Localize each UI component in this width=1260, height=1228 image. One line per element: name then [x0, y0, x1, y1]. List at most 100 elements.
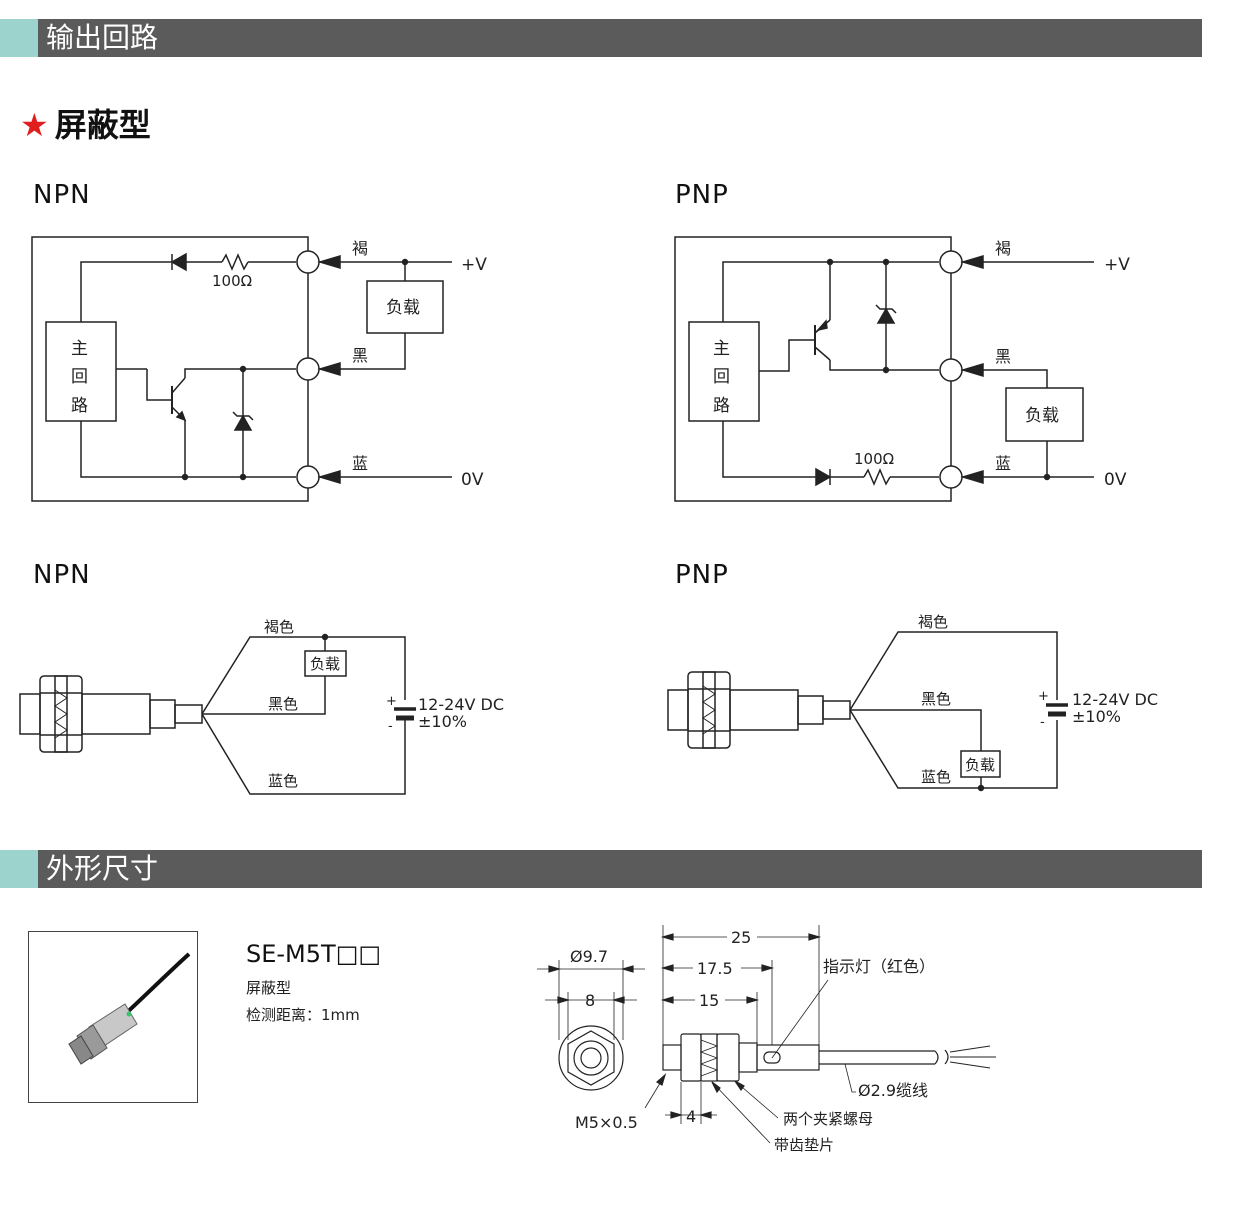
pnp-blue-label: 蓝	[995, 454, 1011, 473]
npn-junction-2	[239, 473, 247, 481]
npn-sensor-nut	[39, 675, 83, 753]
cable-break	[934, 1050, 939, 1065]
npn-blue-wire	[201, 713, 406, 795]
npn-terminal-black	[296, 357, 320, 381]
npn-main-2: 回	[71, 367, 88, 387]
dim-bg-175	[693, 959, 741, 977]
npn-black-color: 黑色	[268, 695, 298, 713]
npn-circuit: 主 回 路 100Ω	[31, 236, 487, 502]
pnp-sensor-body	[729, 689, 799, 731]
dim-d97: Ø9.7	[570, 947, 608, 966]
npn-main-1: 主	[71, 339, 88, 359]
side-thread	[662, 1044, 682, 1071]
pnp-base-wire	[759, 339, 815, 372]
pnp-resistor-label: 100Ω	[854, 450, 894, 468]
dim-arrow-a	[548, 965, 562, 973]
npn-black-wire	[202, 676, 326, 715]
npn-tolerance-label: ±10%	[418, 712, 467, 731]
side-nut-1	[680, 1033, 702, 1082]
npn-sensor-washer	[54, 675, 68, 753]
npn-collector-wire	[184, 368, 296, 378]
npn-black-line	[319, 333, 406, 370]
npn-wiring-load-text: 负载	[310, 655, 340, 673]
label-washer: 带齿垫片	[774, 1136, 834, 1154]
dim-15: 15	[699, 991, 719, 1010]
npn-supply-label: 12-24V DC	[418, 695, 504, 714]
pnp-wiring-load-text: 负载	[965, 756, 995, 774]
npn-wiring-label: NPN	[33, 560, 91, 590]
npn-collector	[171, 377, 186, 394]
band-accent	[0, 19, 38, 57]
pnp-bottom-wire-a	[722, 421, 816, 478]
pnp-main-1: 主	[713, 339, 730, 359]
pnp-resistor-icon	[863, 468, 891, 486]
npn-vplus-label: +V	[461, 255, 487, 275]
dim-25: 25	[731, 928, 751, 947]
dim-arrow-c	[557, 996, 571, 1004]
npn-load-text: 负载	[386, 298, 420, 318]
dim-arrow-k	[670, 1111, 684, 1119]
product-distance: 检测距离：1mm	[246, 1006, 360, 1024]
pnp-zener-icon	[876, 307, 896, 324]
pnp-brown-color: 褐色	[918, 613, 948, 631]
pnp-load-text: 负载	[1025, 406, 1059, 426]
dim-bg-15	[695, 991, 725, 1009]
pnp-plus-sign: +	[1038, 689, 1049, 704]
leader-nuts-arrow	[734, 1080, 745, 1092]
dimension-drawing: Ø9.7 8 25 1	[537, 925, 996, 1154]
npn-sensor-tip	[19, 693, 41, 735]
npn-minus-sign: -	[388, 719, 393, 734]
npn-sensor-cable	[174, 704, 203, 724]
dim-arrow-i	[660, 996, 674, 1004]
leader-washer-arrow	[711, 1081, 721, 1094]
pnp-black-wire	[850, 709, 982, 751]
label-cable: Ø2.9缆线	[858, 1081, 928, 1100]
dim-175: 17.5	[697, 959, 733, 978]
npn-brown-wire	[201, 636, 406, 715]
npn-wiring: 负载 + - 12-24V DC ±10% 褐色 黑色 蓝色	[19, 618, 504, 795]
npn-junction-1	[181, 473, 189, 481]
pnp-black-line	[962, 369, 1048, 388]
dim-8: 8	[585, 991, 595, 1010]
npn-top-wire	[80, 261, 172, 322]
pnp-washer-teeth	[702, 685, 716, 735]
dim-arrow-h	[761, 964, 775, 972]
npn-washer-teeth	[54, 689, 68, 739]
npn-blue-label: 蓝	[352, 454, 368, 473]
pnp-junction-4	[1043, 473, 1051, 481]
section-band-output: 输出回路	[0, 19, 1202, 57]
side-body	[756, 1044, 820, 1071]
section-band-dimensions: 外形尺寸	[0, 850, 1202, 888]
dim-arrow-e	[660, 933, 674, 941]
pnp-sensor-tip	[667, 689, 689, 731]
cable-wire-1	[949, 1045, 991, 1053]
label-nuts: 两个夹紧螺母	[783, 1110, 873, 1128]
pnp-supply-label: 12-24V DC	[1072, 690, 1158, 709]
npn-0v-label: 0V	[461, 470, 484, 490]
photo-indicator	[126, 1011, 132, 1017]
pnp-arrow-black	[960, 362, 984, 378]
npn-blue-color: 蓝色	[268, 772, 298, 790]
photo-cable	[119, 952, 191, 1020]
npn-terminal-blue	[296, 465, 320, 489]
pnp-wiring-label: PNP	[675, 560, 729, 590]
npn-bottom-wire	[80, 421, 296, 478]
product-photo	[28, 931, 198, 1103]
pnp-terminal-blue	[939, 465, 963, 489]
front-view-outer	[558, 1025, 624, 1091]
npn-main-3: 路	[71, 396, 88, 416]
pnp-sensor-tail	[797, 695, 824, 725]
npn-sensor-body	[81, 693, 151, 735]
cable-break-2	[944, 1049, 949, 1065]
dim-arrow-g	[660, 964, 674, 972]
npn-junction-3	[239, 365, 247, 373]
pnp-collector-wire	[829, 360, 939, 371]
npn-arrow-brown	[317, 254, 341, 270]
pnp-sensor-washer	[702, 671, 716, 749]
npn-arrow-black	[317, 361, 341, 377]
pnp-emitter-arrow	[815, 319, 828, 332]
npn-emitter-arrow	[175, 410, 187, 422]
pnp-black-label: 黑	[995, 347, 1011, 366]
pnp-load-box	[1005, 387, 1084, 442]
